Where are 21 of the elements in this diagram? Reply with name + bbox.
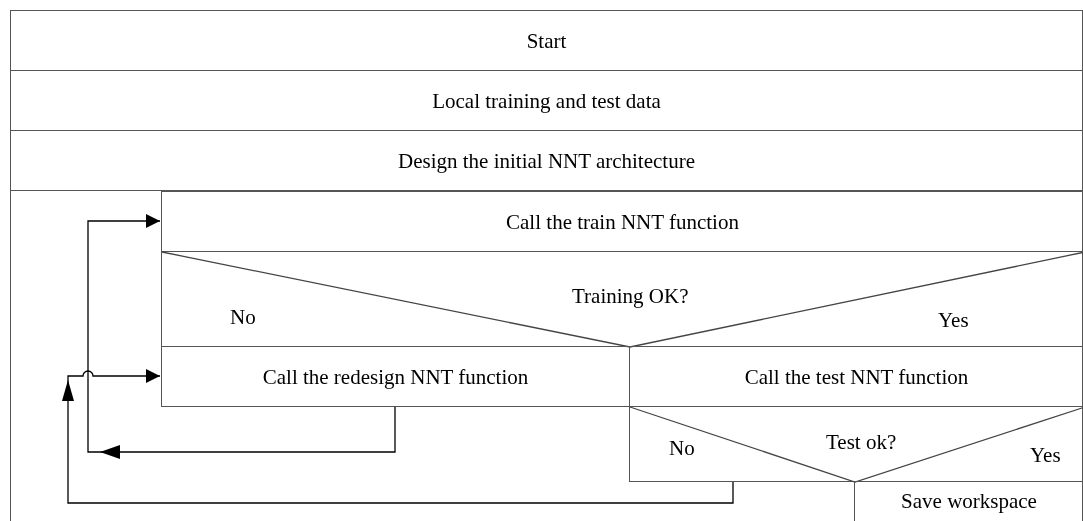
decision-band — [161, 251, 1083, 347]
decision-label: Training OK? — [572, 284, 689, 309]
process-label: Start — [525, 28, 568, 54]
process-label: Call the test NNT function — [743, 364, 970, 390]
process-label: Call the train NNT function — [505, 209, 740, 235]
branch-label: Yes — [1030, 443, 1061, 468]
decision-band — [629, 406, 1083, 482]
decision-label: Test ok? — [826, 430, 897, 455]
process-box — [161, 346, 630, 407]
process-label: Call the redesign NNT function — [261, 364, 530, 390]
process-box — [10, 70, 1083, 131]
branch-label: No — [669, 436, 695, 461]
branch-label: No — [230, 305, 256, 330]
process-box — [10, 130, 1083, 191]
process-label: Save workspace — [900, 489, 1038, 514]
process-box — [10, 10, 1083, 71]
process-label: Design the initial NNT architecture — [397, 148, 696, 174]
process-label: Local training and test data — [431, 88, 662, 114]
loop-block — [10, 190, 1083, 521]
process-box — [161, 191, 1083, 252]
branch-label: Yes — [938, 308, 969, 333]
